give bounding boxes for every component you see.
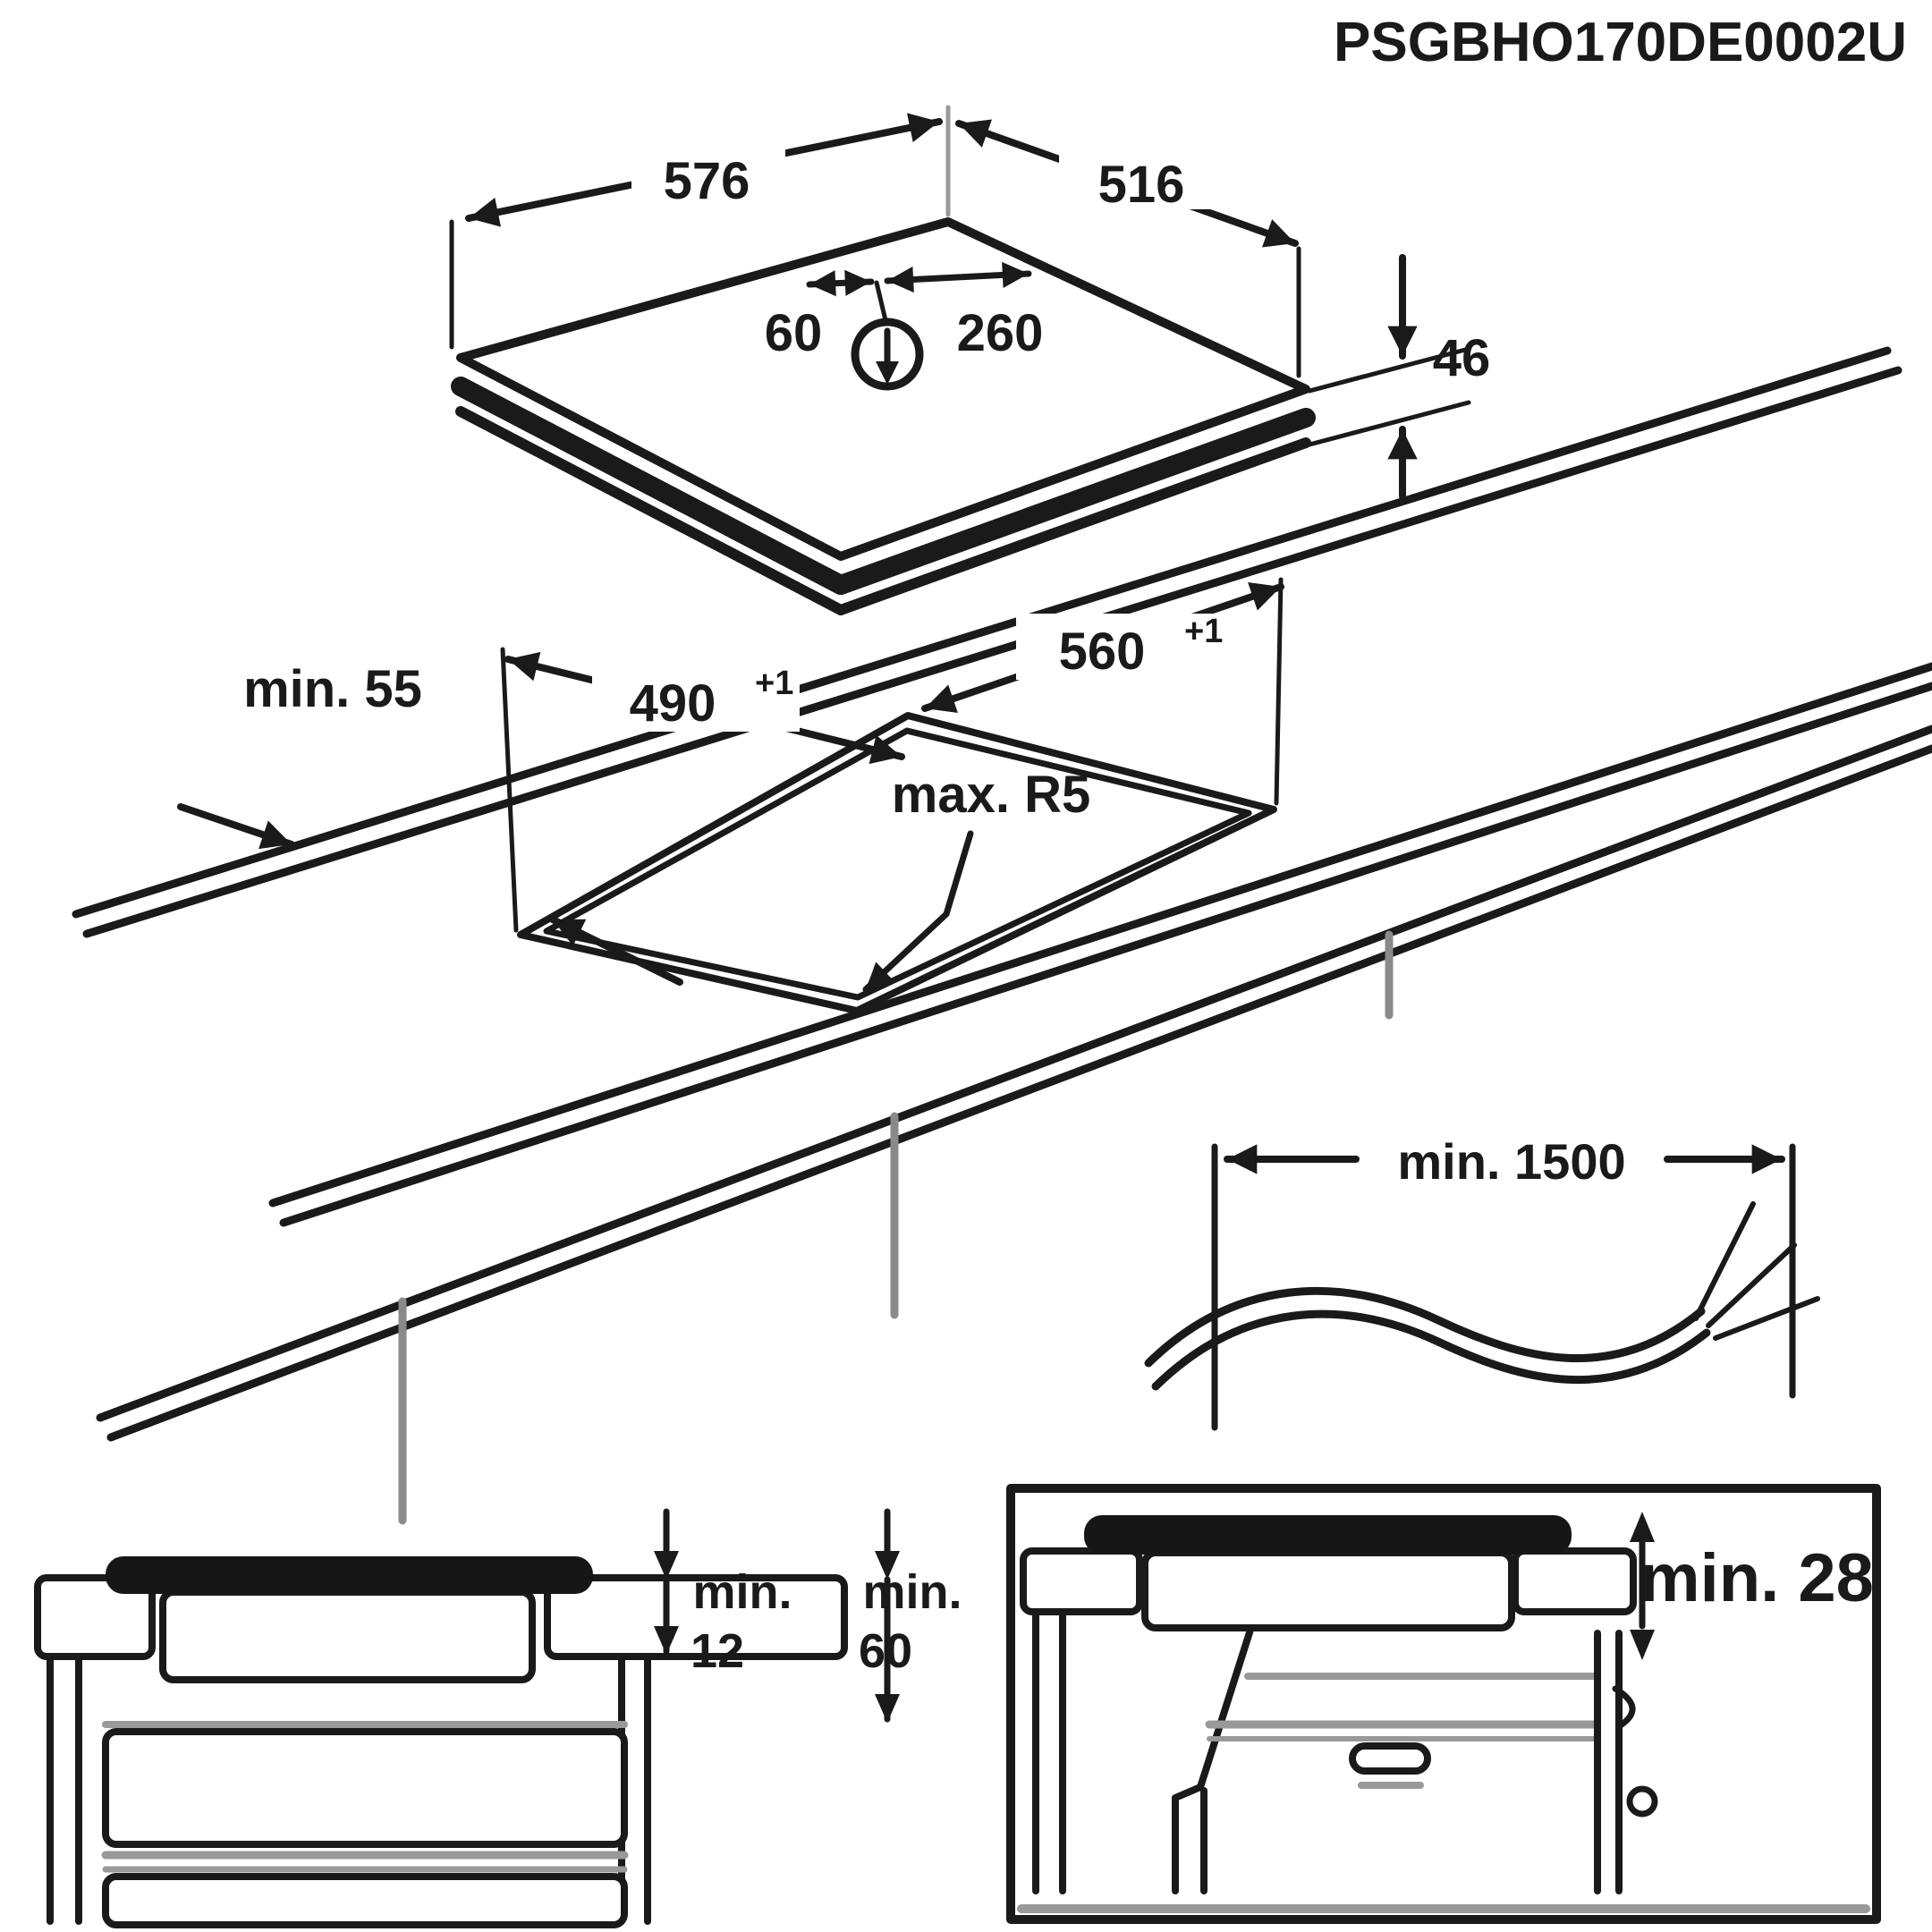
cable-icon <box>1144 1201 1820 1391</box>
dim-drawer-gap-prefix: min. <box>862 1565 962 1619</box>
worktop-left-block-r <box>1020 1547 1143 1615</box>
worktop-left-block <box>34 1574 156 1660</box>
worktop-right-block <box>544 1574 848 1660</box>
dim-hob-width: 576 <box>449 105 951 350</box>
section-right-frame <box>1006 1484 1881 1924</box>
hob-body-left <box>159 1589 536 1683</box>
cable-entry-icon <box>851 318 924 391</box>
oven-drawer-handle <box>1349 1742 1431 1775</box>
dim-cable-position: 60 260 <box>765 261 1044 391</box>
cabinet-section-right: min. 28 <box>1006 1484 1881 1924</box>
dim-board-gap-prefix: min. <box>692 1565 792 1619</box>
dim-cable-length-label: min. 1500 <box>1397 1133 1625 1190</box>
dim-cable-offset-small-label: 60 <box>765 304 823 362</box>
drawing-code: PSGBHO170DE0002U <box>1334 12 1907 73</box>
dim-cutout-width: 560 +1 <box>921 577 1284 806</box>
worktop-cutout-view: 490 +1 560 +1 min. 55 max. R5 <box>177 577 1284 1014</box>
dim-hob-thickness-label: 46 <box>1433 329 1491 387</box>
dim-vent-clearance: min. 28 <box>1630 1512 1874 1660</box>
cabinet-section-left: min. 12 min. 60 <box>34 1508 962 1928</box>
dim-hob-depth-label: 516 <box>1098 156 1185 214</box>
dim-board-gap-value: 12 <box>691 1624 744 1678</box>
worktop-right-block-r <box>1512 1547 1637 1615</box>
worktop-perspective <box>72 346 1932 1525</box>
dim-hob-thickness: 46 <box>1307 254 1491 500</box>
hob-glass-left <box>106 1556 593 1594</box>
dim-cable-offset-large-label: 260 <box>957 304 1044 362</box>
dim-edge-clearance: min. 55 <box>177 660 683 986</box>
hob-glass-right <box>1084 1515 1572 1555</box>
dim-hob-depth: 516 <box>955 119 1301 378</box>
hob-body-right <box>1141 1549 1515 1631</box>
hob-isometric-view: 576 516 60 260 46 <box>449 105 1491 615</box>
cable-grommet-icon <box>1626 1785 1658 1818</box>
cutout-outline <box>517 712 1277 1014</box>
oven-front-slope <box>1172 1626 1254 1894</box>
drawer-front-2 <box>102 1873 628 1928</box>
power-cable-diagram: min. 1500 <box>1144 1133 1820 1431</box>
worktop-legs <box>398 930 1394 1525</box>
dim-cutout-depth: 490 +1 <box>500 647 905 933</box>
dim-corner-radius-label: max. R5 <box>892 766 1090 824</box>
drawer-front-1 <box>102 1728 628 1848</box>
dim-edge-clearance-label: min. 55 <box>243 660 422 718</box>
dim-cutout-width-tolerance: +1 <box>1184 613 1223 650</box>
dim-vent-clearance-label: min. 28 <box>1640 1540 1874 1616</box>
cutout-inner-outline <box>543 727 1252 1001</box>
dim-hob-width-label: 576 <box>664 152 750 210</box>
dim-cutout-width-label: 560 <box>1059 623 1146 681</box>
dim-drawer-gap: min. 60 <box>859 1508 962 1723</box>
dim-cutout-depth-tolerance: +1 <box>755 665 793 702</box>
dim-corner-radius: max. R5 <box>862 766 1090 993</box>
airflow-icon <box>1612 1685 1636 1730</box>
dim-cutout-depth-label: 490 <box>630 674 716 733</box>
dim-board-gap: min. 12 <box>654 1508 792 1678</box>
dim-drawer-gap-value: 60 <box>859 1624 912 1678</box>
